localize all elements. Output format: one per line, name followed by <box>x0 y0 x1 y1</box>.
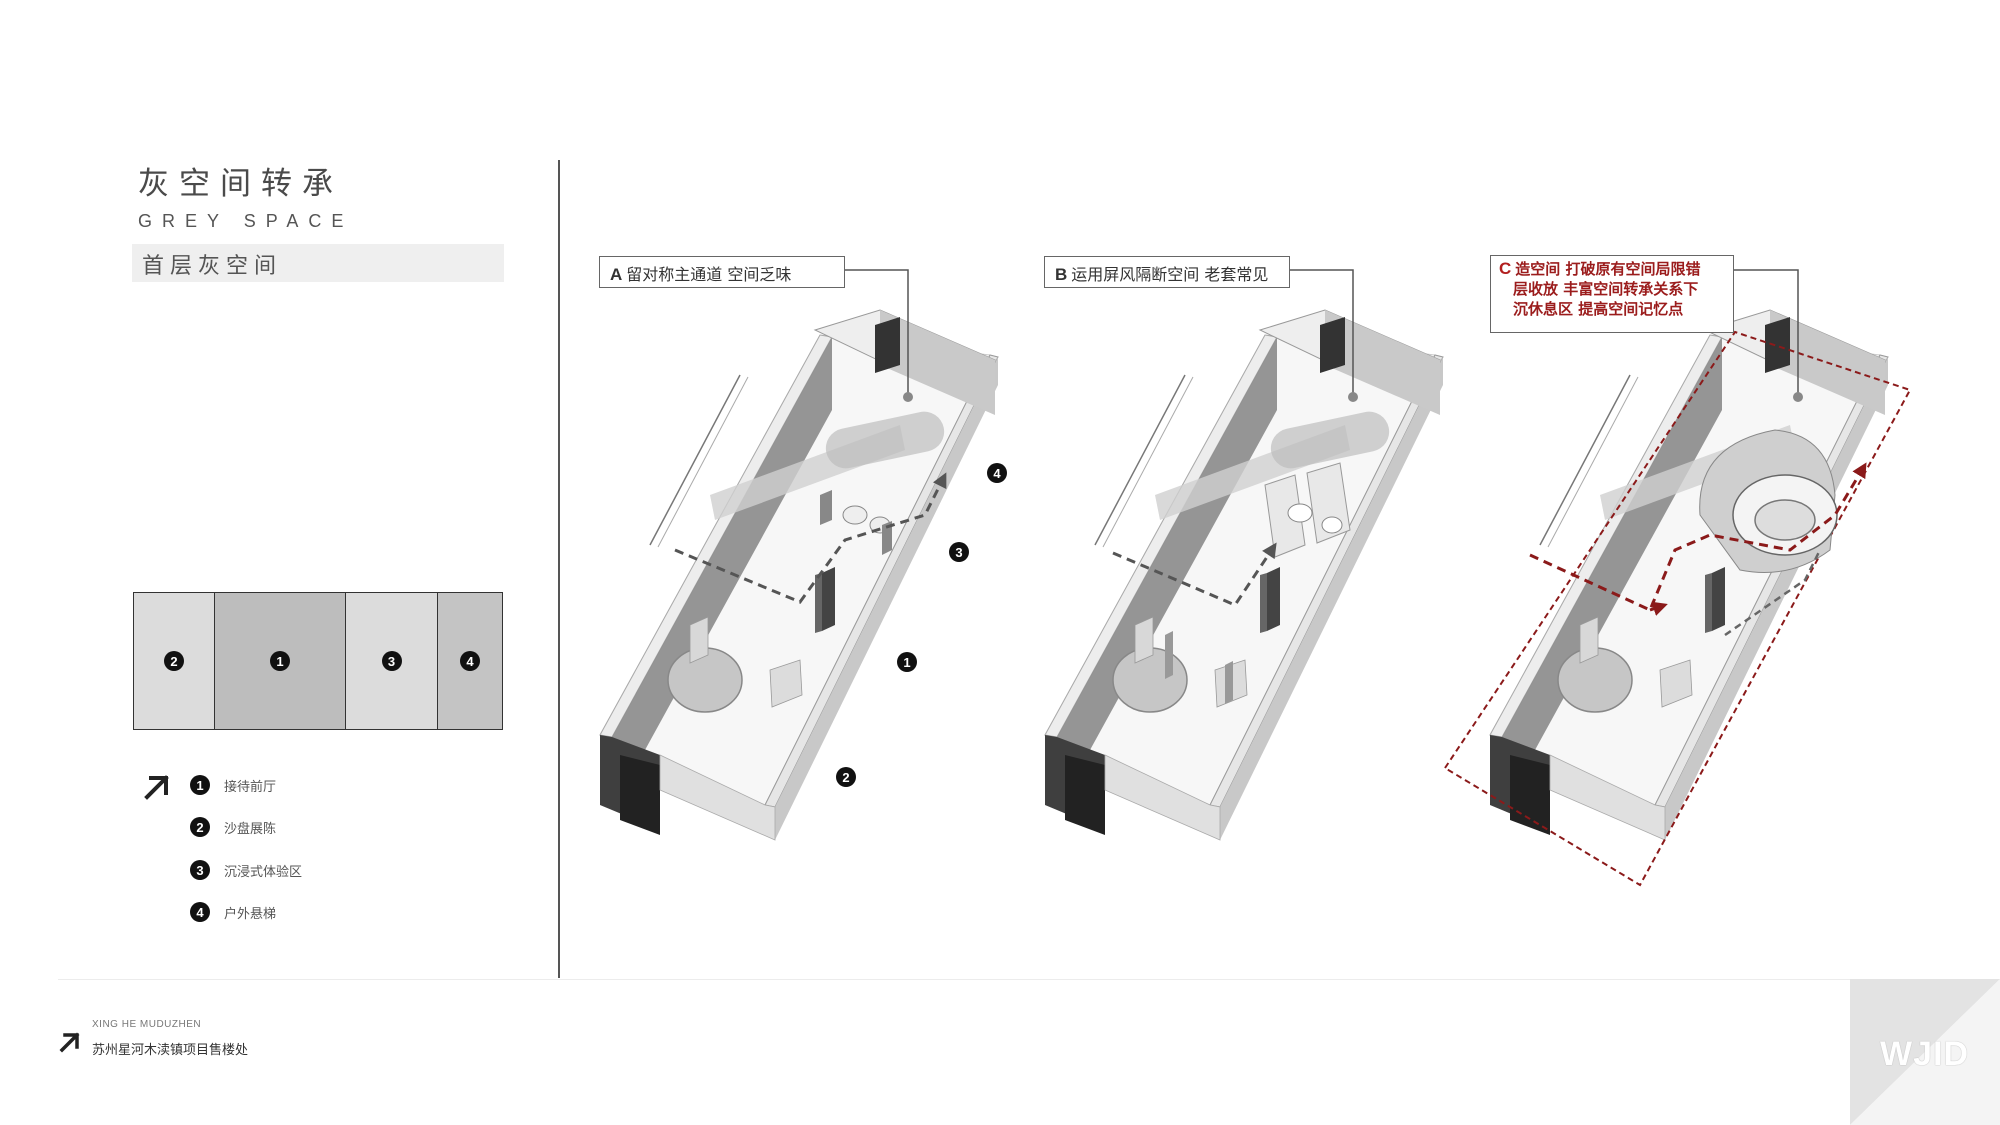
callout-text: 造空间 打破原有空间局限错 <box>1515 260 1701 278</box>
horizontal-divider <box>58 979 2000 980</box>
legend-number: 3 <box>190 860 210 880</box>
diagram-a-marker-1: 1 <box>897 652 917 672</box>
zone-number: 1 <box>270 651 290 671</box>
callout-text: 留对称主通道 空间乏味 <box>626 265 792 284</box>
callout-letter: B <box>1055 265 1068 284</box>
legend-label: 户外悬梯 <box>224 906 277 922</box>
legend-item: 2 沙盘展陈 <box>190 815 276 839</box>
legend-item: 3 沉浸式体验区 <box>190 858 302 882</box>
legend-label: 沉浸式体验区 <box>224 864 303 880</box>
diagram-a-marker-3: 3 <box>949 542 969 562</box>
diagram-a-marker-2: 2 <box>836 767 856 787</box>
callout-c-line-3: 沉休息区 提高空间记忆点 <box>1513 300 1684 318</box>
callout-letter: C <box>1499 259 1512 278</box>
legend-item: 1 接待前厅 <box>190 773 276 797</box>
zone-number: 3 <box>381 651 402 671</box>
plan-zone-4: 4 <box>438 593 502 729</box>
callout-text: 运用屏风隔断空间 老套常见 <box>1071 265 1269 284</box>
diagram-a-marker-4: 4 <box>987 463 1007 483</box>
legend-label: 沙盘展陈 <box>224 821 277 837</box>
diagram-c-model <box>1443 269 1912 887</box>
plan-zone-3: 3 <box>346 593 438 729</box>
page-title: 灰空间转承 <box>138 166 343 202</box>
north-east-arrow-icon <box>144 775 169 800</box>
plan-key: 2 1 3 4 <box>133 592 503 730</box>
diagram-b-model <box>1044 269 1444 841</box>
footer-arrow-icon <box>59 1032 80 1053</box>
legend-number: 4 <box>190 902 210 922</box>
callout-c-line-2: 层收放 丰富空间转承关系下 <box>1513 280 1699 298</box>
footer-project-english: XING HE MUDUZHEN <box>92 1019 202 1030</box>
page-subtitle: 首层灰空间 <box>142 254 283 279</box>
legend-number: 1 <box>190 775 210 795</box>
logo-corner <box>1850 979 2000 1125</box>
legend-item: 4 户外悬梯 <box>190 900 276 924</box>
zone-number: 2 <box>164 651 184 671</box>
subtitle-background <box>132 244 504 282</box>
legend-number: 2 <box>190 817 210 837</box>
footer-project-chinese: 苏州星河木渎镇项目售楼处 <box>92 1043 249 1058</box>
vertical-divider <box>558 160 560 978</box>
zone-number: 4 <box>460 651 480 671</box>
wjid-logo: WJID <box>1880 1035 1969 1073</box>
callout-letter: A <box>610 265 623 284</box>
legend-label: 接待前厅 <box>224 779 277 795</box>
page-title-english: GREY SPACE <box>138 211 354 231</box>
diagram-a-model <box>599 269 999 841</box>
plan-zone-2: 2 <box>134 593 215 729</box>
plan-zone-1: 1 <box>215 593 346 729</box>
